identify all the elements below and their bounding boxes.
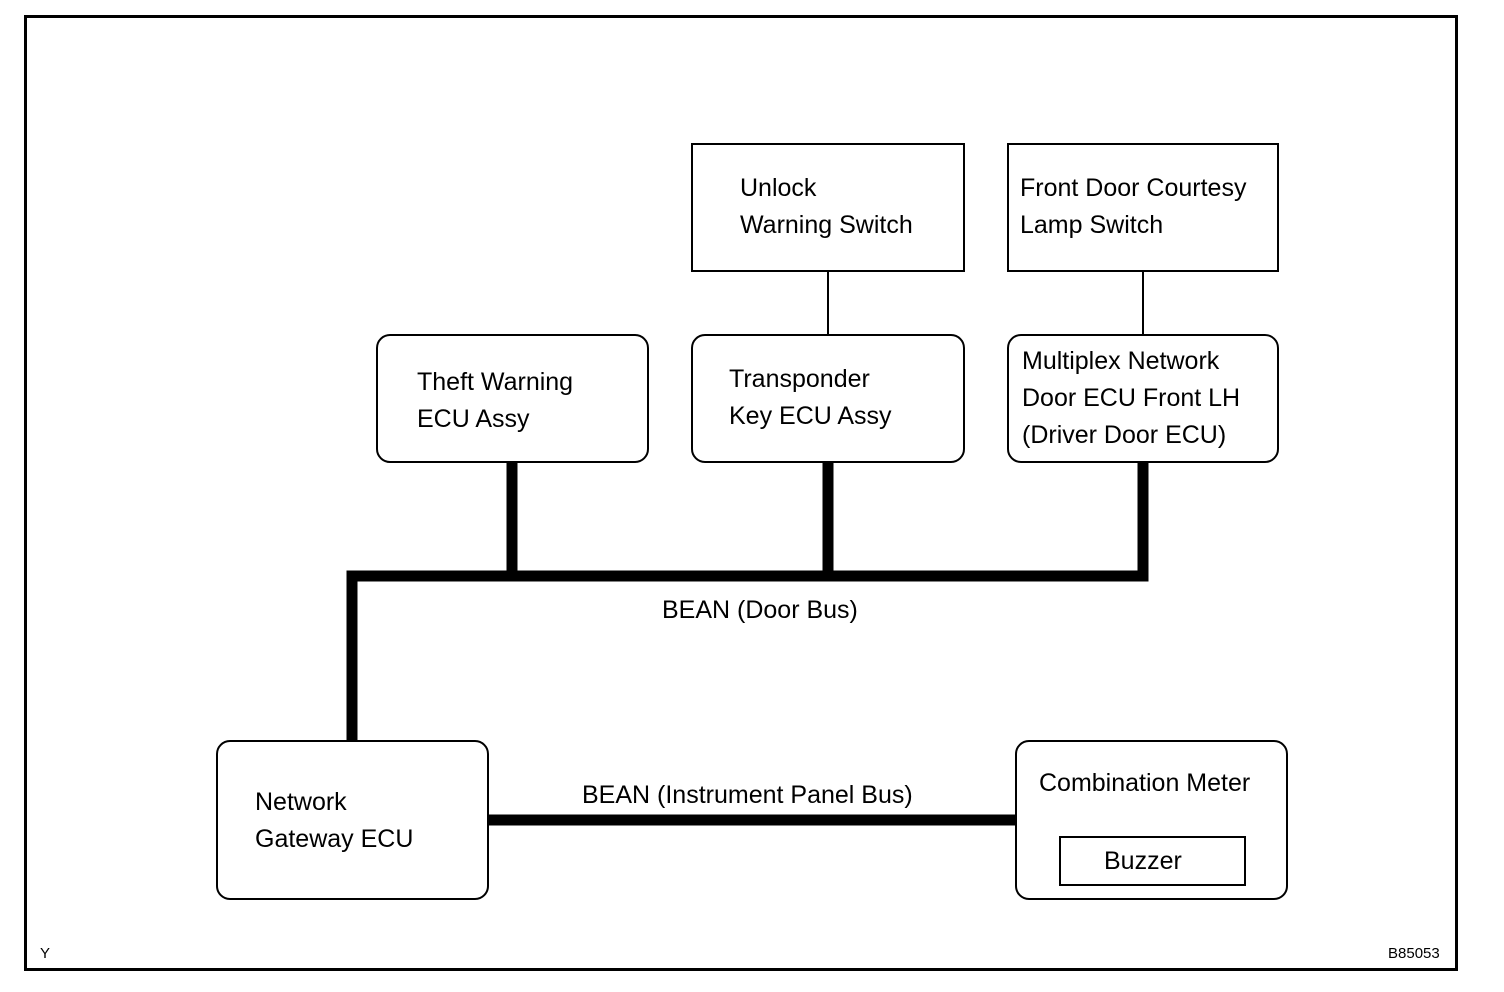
combination-meter-title: Combination Meter [1039, 769, 1251, 797]
front-door-courtesy-switch-box: Front Door Courtesy Lamp Switch [1007, 143, 1279, 272]
transponder-ecu-line1: Transponder [729, 365, 870, 393]
multiplex-ecu-line3: (Driver Door ECU) [1022, 421, 1227, 449]
combination-meter-box: Combination Meter Buzzer [1015, 740, 1288, 900]
multiplex-ecu-line2: Door ECU Front LH [1022, 384, 1241, 412]
gateway-ecu-line2: Gateway ECU [255, 825, 414, 853]
network-gateway-ecu-box: Network Gateway ECU [216, 740, 489, 900]
corner-code-right: B85053 [1388, 945, 1440, 962]
transponder-ecu-line2: Key ECU Assy [729, 402, 892, 430]
buzzer-label: Buzzer [1104, 847, 1182, 875]
multiplex-ecu-line1: Multiplex Network [1022, 347, 1220, 375]
courtesy-switch-line1: Front Door Courtesy [1020, 174, 1247, 202]
unlock-warning-switch-box: Unlock Warning Switch [691, 143, 965, 272]
gateway-ecu-line1: Network [255, 788, 347, 816]
door-bus-line [346, 463, 1149, 741]
theft-ecu-line1: Theft Warning [417, 368, 574, 396]
corner-code-left: Y [40, 945, 51, 962]
theft-ecu-line2: ECU Assy [417, 405, 530, 433]
diagram-frame [24, 15, 1458, 971]
buzzer-box: Buzzer [1059, 836, 1246, 886]
multiplex-door-ecu-box: Multiplex Network Door ECU Front LH (Dri… [1007, 334, 1279, 463]
unlock-switch-line2: Warning Switch [740, 211, 913, 239]
theft-warning-ecu-box: Theft Warning ECU Assy [376, 334, 649, 463]
door-bus-label: BEAN (Door Bus) [662, 596, 858, 624]
unlock-switch-line1: Unlock [740, 174, 817, 202]
courtesy-switch-line2: Lamp Switch [1020, 211, 1164, 239]
instrument-panel-bus-label: BEAN (Instrument Panel Bus) [582, 781, 913, 809]
transponder-key-ecu-box: Transponder Key ECU Assy [691, 334, 965, 463]
